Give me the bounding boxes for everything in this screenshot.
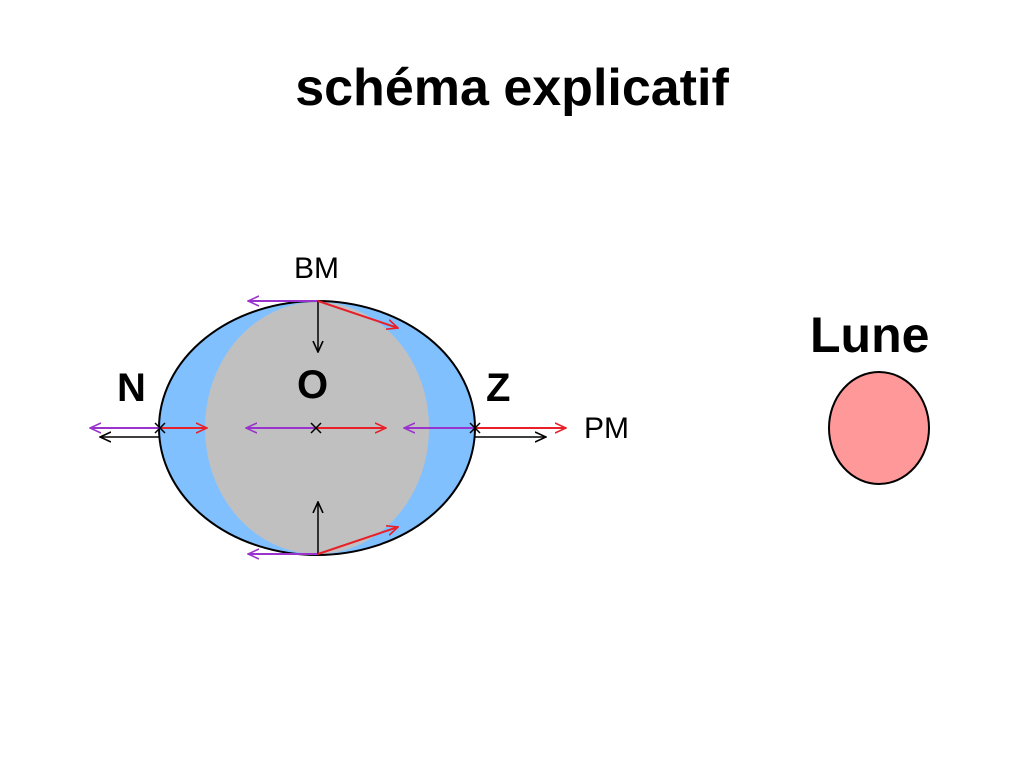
bottom-red-arrow xyxy=(317,527,398,555)
center-point-mark xyxy=(310,422,322,434)
right-point-mark xyxy=(469,422,481,434)
page-title: schéma explicatif xyxy=(295,59,729,117)
top-red-arrow xyxy=(317,300,398,328)
label-z: Z xyxy=(486,366,510,410)
moon-label: Lune xyxy=(810,307,929,363)
left-point-mark xyxy=(154,422,166,434)
label-pm: PM xyxy=(584,412,629,445)
label-o: O xyxy=(297,363,328,407)
label-bm: BM xyxy=(294,252,339,285)
label-n: N xyxy=(117,366,146,410)
moon xyxy=(828,371,930,485)
